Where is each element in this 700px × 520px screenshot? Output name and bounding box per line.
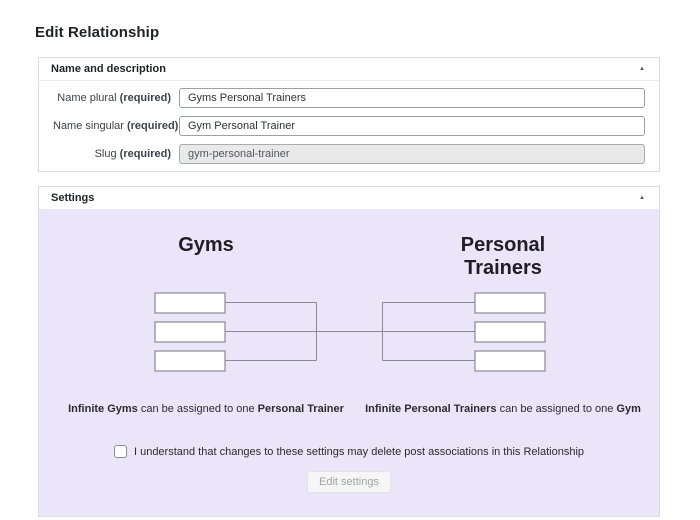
name-description-panel-header[interactable]: Name and description ▲ [39, 58, 659, 81]
right-post-box-1 [474, 292, 546, 314]
left-caption-bold-start: Infinite Gyms [68, 403, 138, 415]
edit-settings-button[interactable]: Edit settings [307, 471, 391, 493]
slug-required-text: (required) [119, 148, 171, 160]
right-post-box-2 [474, 321, 546, 343]
confirm-row: I understand that changes to these setti… [39, 445, 659, 458]
button-row: Edit settings [39, 471, 659, 493]
left-caption-bold-end: Personal Trainer [257, 403, 344, 415]
connector-lines [225, 302, 475, 361]
name-description-panel: Name and description ▲ Name plural (requ… [38, 57, 660, 172]
name-description-panel-title: Name and description [51, 63, 166, 75]
name-singular-label-text: Name singular [53, 120, 127, 132]
settings-panel-body: Gyms Personal Trainers [39, 210, 659, 516]
left-post-box-3 [154, 350, 226, 372]
name-singular-label: Name singular (required) [53, 120, 179, 132]
slug-label-text: Slug [94, 148, 120, 160]
left-post-box-1 [154, 292, 226, 314]
left-post-box-2 [154, 321, 226, 343]
collapse-up-icon[interactable]: ▲ [639, 195, 645, 201]
name-plural-row: Name plural (required) [53, 88, 645, 108]
settings-panel-title: Settings [51, 192, 95, 204]
right-cardinality-caption: Infinite Personal Trainers can be assign… [363, 403, 643, 415]
understand-checkbox-label[interactable]: I understand that changes to these setti… [133, 445, 585, 458]
name-singular-input[interactable] [179, 116, 645, 136]
page-title: Edit Relationship [35, 24, 160, 41]
right-post-box-3 [474, 350, 546, 372]
right-column-heading: Personal Trainers [460, 234, 546, 279]
slug-label: Slug (required) [53, 148, 179, 160]
collapse-up-icon[interactable]: ▲ [639, 66, 645, 72]
understand-checkbox[interactable] [113, 445, 127, 458]
relationship-diagram [154, 292, 546, 372]
name-plural-label-text: Name plural [57, 92, 120, 104]
right-caption-bold-end: Gym [616, 403, 641, 415]
left-column-heading: Gyms [178, 234, 234, 256]
settings-panel-header[interactable]: Settings ▲ [39, 187, 659, 210]
name-singular-required-text: (required) [126, 120, 179, 132]
name-description-panel-body: Name plural (required) Name singular (re… [39, 81, 659, 172]
post-boxes [154, 292, 546, 372]
right-caption-bold-start: Infinite Personal Trainers [365, 403, 497, 415]
slug-row: Slug (required) [53, 144, 645, 164]
name-plural-required-text: (required) [119, 92, 171, 104]
slug-input [179, 144, 645, 164]
settings-panel: Settings ▲ Gyms Personal Trainers [38, 186, 660, 517]
right-caption-middle: can be assigned to one [496, 403, 617, 415]
left-caption-middle: can be assigned to one [137, 403, 258, 415]
name-singular-row: Name singular (required) [53, 116, 645, 136]
left-cardinality-caption: Infinite Gyms can be assigned to one Per… [66, 403, 346, 415]
name-plural-label: Name plural (required) [53, 92, 179, 104]
name-plural-input[interactable] [179, 88, 645, 108]
